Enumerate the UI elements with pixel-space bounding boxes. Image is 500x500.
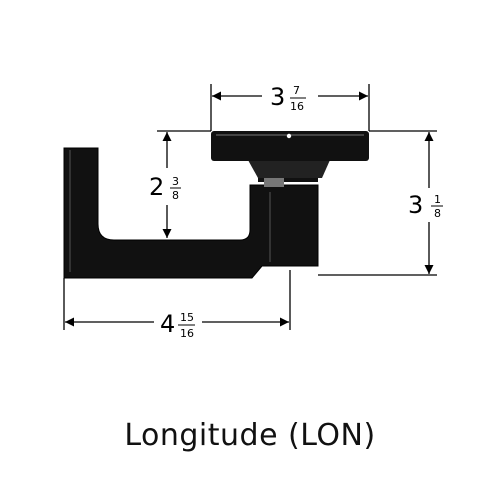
set-screw-hole — [286, 133, 292, 139]
lever-handle — [63, 147, 319, 279]
dim-overall-height-num: 1 — [434, 193, 441, 206]
dim-top-width-whole: 3 — [270, 83, 285, 111]
dim-lever-height-num: 3 — [172, 175, 179, 188]
dim-top-width-num: 7 — [293, 84, 300, 97]
dim-lever-length-whole: 4 — [160, 310, 175, 338]
lever-inner-space — [100, 150, 247, 236]
dim-lever-length — [63, 270, 291, 330]
dim-top-width-den: 16 — [290, 100, 304, 113]
dim-lever-height-whole: 2 — [149, 173, 164, 201]
dim-lever-height-den: 8 — [172, 189, 179, 202]
dim-lever-length-den: 16 — [180, 327, 194, 340]
product-caption: Longitude (LON) — [124, 418, 376, 453]
dim-overall-height-den: 8 — [434, 207, 441, 220]
lever-highlights — [69, 150, 271, 272]
dim-overall-height-whole: 3 — [408, 191, 423, 219]
lever-neck — [248, 160, 330, 187]
dim-overall-height — [318, 130, 437, 276]
rose-plate — [211, 131, 369, 161]
dim-lever-height — [157, 130, 211, 238]
dim-top-width — [210, 84, 370, 131]
dim-lever-length-num: 15 — [180, 311, 194, 324]
